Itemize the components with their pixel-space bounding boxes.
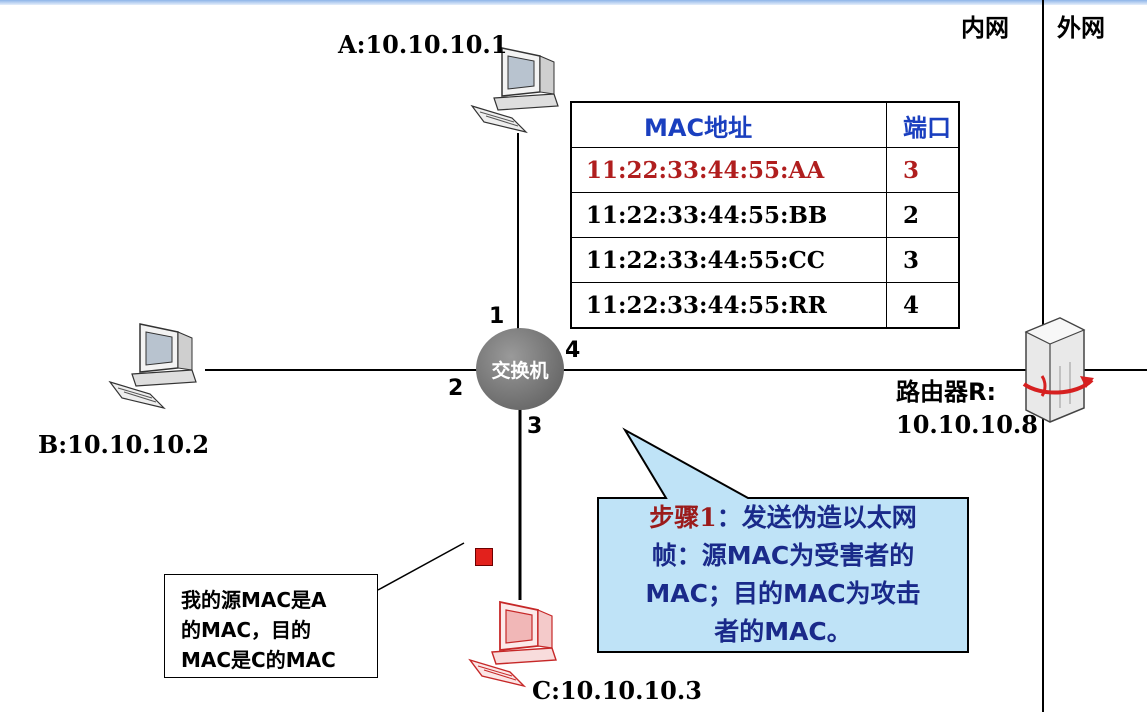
callout-line-4: 者的MAC。 [714,617,852,646]
callout-bubble [597,427,969,653]
zone-label-inner: 内网 [961,14,1009,42]
forged-frame-packet-icon [475,548,493,566]
note-pointer-line [377,542,465,591]
table-row: 11:22:33:44:55:CC 3 [570,237,960,283]
callout-line-1: 步骤1：发送伪造以太网 [649,499,916,537]
port-label-2: 2 [448,376,464,401]
header-mac: MAC地址 [570,101,887,148]
callout-line-2: 帧：源MAC为受害者的 [651,541,915,570]
note-line-2: 的MAC，目的 [181,618,312,642]
computer-icon-b [108,323,197,410]
host-c-label: C:10.10.10.3 [532,676,702,705]
row-port: 3 [886,147,960,193]
port-label-3: 3 [527,414,543,439]
table-header-row: MAC地址 端口 [570,101,960,148]
host-b-label: B:10.10.10.2 [38,430,210,459]
router-ip-label: 10.10.10.8 [896,410,1038,439]
port-label-4: 4 [565,338,581,363]
table-row: 11:22:33:44:55:AA 3 [570,147,960,193]
callout-step: 步骤1 [649,503,717,532]
row-port: 4 [886,282,960,329]
computer-icon-c [468,600,557,688]
frame-note-box: 我的源MAC是A 的MAC，目的 MAC是C的MAC [164,574,378,678]
note-line-1: 我的源MAC是A [181,588,327,612]
header-port: 端口 [886,101,960,148]
row-port: 3 [886,237,960,283]
router-label: 路由器R: [896,378,997,406]
callout-text: 步骤1：发送伪造以太网 帧：源MAC为受害者的 MAC；目的MAC为攻击 者的M… [598,500,968,650]
mac-address-table: MAC地址 端口 11:22:33:44:55:AA 3 11:22:33:44… [570,101,960,329]
row-mac: 11:22:33:44:55:RR [570,282,887,329]
table-row: 11:22:33:44:55:BB 2 [570,192,960,238]
switch-label: 交换机 [491,359,549,382]
top-accent-bar [0,0,1147,5]
router-icon [1022,317,1094,423]
switch-node: 交换机 [476,328,564,410]
row-port: 2 [886,192,960,238]
row-mac: 11:22:33:44:55:AA [570,147,887,193]
table-row: 11:22:33:44:55:RR 4 [570,282,960,329]
callout-line-3: MAC；目的MAC为攻击 [645,579,921,608]
port-label-1: 1 [489,304,505,329]
row-mac: 11:22:33:44:55:BB [570,192,887,238]
callout-line1-rest: ：发送伪造以太网 [716,503,917,532]
computer-icon-a [470,47,559,134]
host-a-label: A:10.10.10.1 [338,30,508,59]
note-line-3: MAC是C的MAC [181,648,336,672]
zone-label-outer: 外网 [1057,14,1105,42]
row-mac: 11:22:33:44:55:CC [570,237,887,283]
